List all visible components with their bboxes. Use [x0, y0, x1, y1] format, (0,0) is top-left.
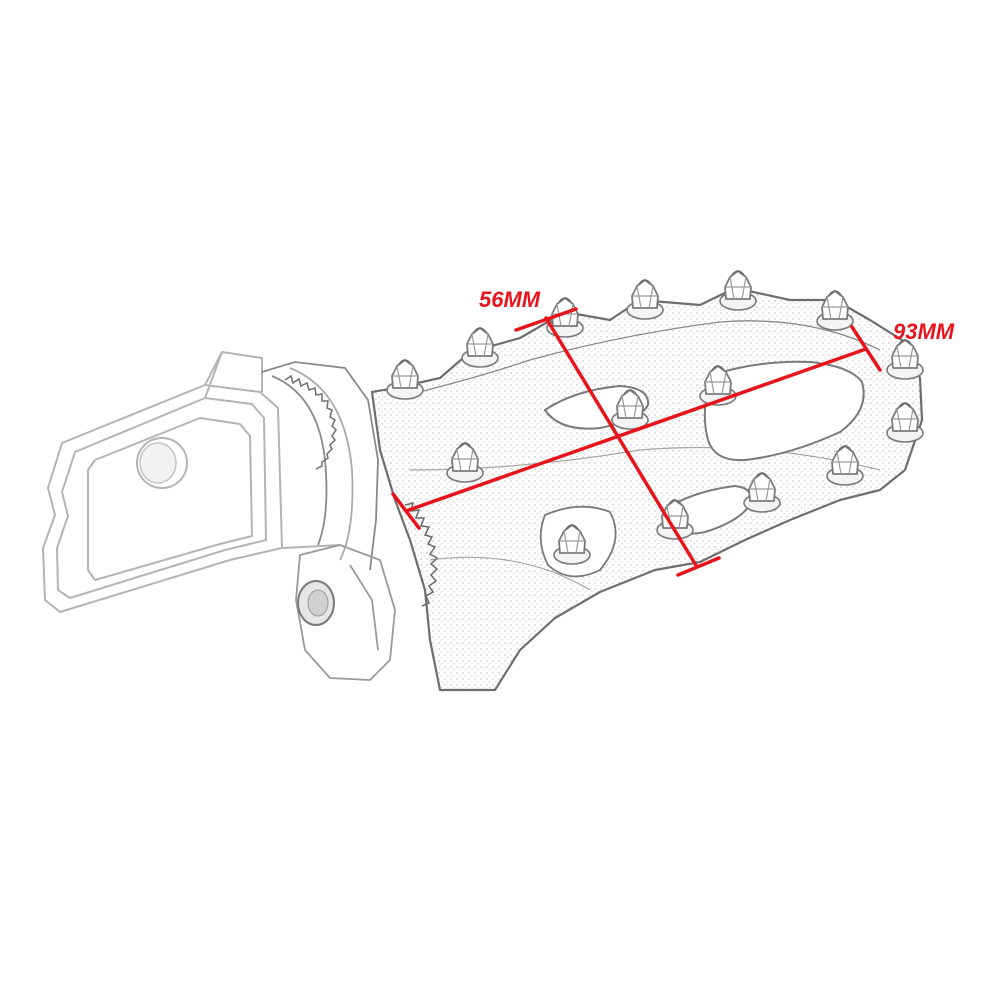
- spike-bolt-icon: [743, 472, 781, 513]
- length-dimension-tick-right: [850, 325, 882, 372]
- spike-bolt-icon: [816, 290, 854, 331]
- length-dimension-line: [404, 347, 868, 513]
- width-dimension-line: [544, 316, 699, 569]
- spike-bolt-icon: [553, 524, 591, 565]
- width-dimension-tick-bottom: [676, 556, 721, 577]
- width-dimension-label: 56MM: [479, 287, 541, 312]
- serrated-pivot-ring: [261, 361, 379, 571]
- spike-bolt-icon: [386, 359, 424, 400]
- bracket-bolt-hole-inner: [139, 442, 177, 484]
- length-dimension-label: 93MM: [893, 319, 955, 344]
- footpeg-platform: [370, 286, 924, 692]
- bracket-bolt-hole: [136, 437, 188, 489]
- length-dimension-tick-left: [391, 492, 421, 530]
- spike-bolt-icon: [446, 442, 484, 483]
- width-dimension-tick-top: [514, 307, 578, 332]
- spike-bolt-icon: [461, 327, 499, 368]
- spike-bolt-icon: [699, 365, 737, 406]
- dimension-lines: [391, 307, 882, 577]
- spike-bolt-icon: [826, 445, 864, 486]
- spike-bolt-icon: [626, 279, 664, 320]
- spike-bolt-icon: [886, 339, 924, 380]
- pivot-lobe: [295, 544, 396, 681]
- spike-bolt-icon: [719, 270, 757, 311]
- spike-bolt-icon: [886, 402, 924, 443]
- spike-bolt-icon: [611, 389, 649, 430]
- mount-bracket: [42, 351, 341, 613]
